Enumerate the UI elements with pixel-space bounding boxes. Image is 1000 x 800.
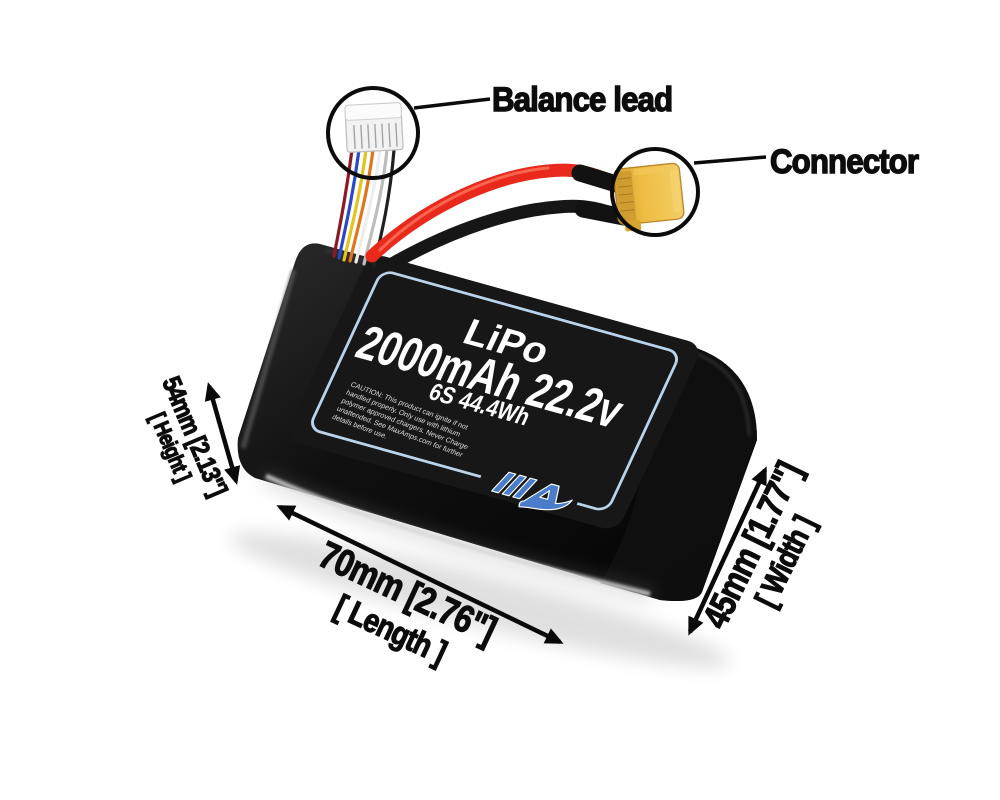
balance-wire (348, 148, 375, 263)
connector-leader-line (693, 155, 767, 165)
battery-right-edge-line (691, 350, 751, 437)
height-dimension-arrow (204, 382, 241, 485)
balance-connector-jst (344, 102, 404, 153)
balance-lead-label: Balance lead (491, 81, 673, 119)
maxamps-logo-icon (475, 466, 582, 516)
length-dimension-arrow (276, 504, 564, 645)
label-border (311, 271, 679, 511)
battery-left-edge-highlight (240, 269, 297, 449)
balance-wire (332, 148, 354, 258)
balance-callout-circle (326, 86, 420, 180)
balance-leader-line (413, 97, 491, 110)
label-plate (289, 256, 699, 529)
balance-wires (332, 148, 396, 268)
connector-callout-circle (610, 147, 700, 237)
width-dimension-arrow (687, 466, 768, 636)
balance-wire (354, 148, 382, 264)
xt60-connector (613, 162, 685, 232)
balance-wire (342, 148, 368, 262)
power-wire-red-highlight (378, 166, 550, 252)
balance-wire (337, 148, 361, 260)
connector-label: Connector (769, 143, 919, 181)
battery-label: LiPo 2000mAh 22.2v 6S 44.4Wh CAUTION: Th… (289, 256, 699, 529)
